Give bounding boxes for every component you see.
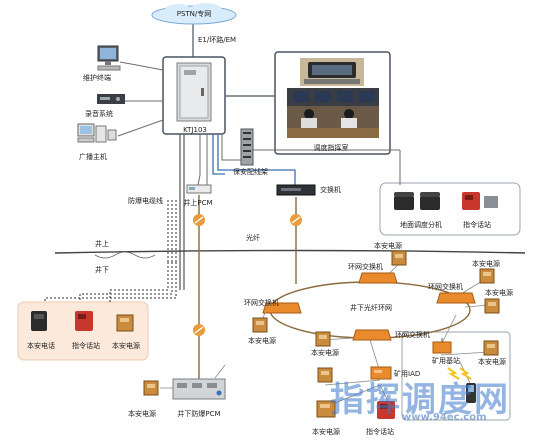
below-pcm-icon [172,378,226,400]
recorder-icon [97,94,125,104]
iad-command-phone-icon [377,401,395,419]
power-iad-label: 本安电源 [312,428,340,436]
power-base-label: 本安电源 [478,358,506,366]
broadcast-host-label: 广播主机 [79,153,107,161]
watermark-url: www.94ec.com [402,412,487,423]
dispatch-console-icon [300,58,364,86]
mobile-phone-icon [466,383,476,403]
mine-iad-icon [370,366,392,380]
below-ground-label: 井下 [95,266,109,274]
ring-name-label: 井下光纤环网 [350,304,392,312]
power-mid-label: 本安电源 [311,349,339,357]
command-phone-icon [462,192,498,210]
fiber-connector-icon [290,214,302,226]
power-top-label: 本安电源 [374,242,402,250]
surface-command-phone-label: 指令话站 [463,221,491,229]
switch-icon [276,184,316,196]
power-right-top-label: 本安电源 [472,260,500,268]
above-ground-label: 井上 [95,240,109,248]
power-box-icon [252,317,268,333]
ring-switch-top-label: 环网交换机 [348,263,383,271]
underground-command-phone-label: 指令话站 [72,342,100,350]
ring-switch-right-label: 环网交换机 [428,283,463,291]
wireless-signal-icon [447,367,472,380]
ring-switch-icon [358,272,398,284]
intrinsic-phone-icon [31,311,47,331]
fiber-label: 光纤 [246,234,260,242]
explosion-cable-label: 防爆电缆线 [128,197,163,205]
ring-switch-left-label: 环网交换机 [244,299,279,307]
switch-label: 交换机 [320,186,341,194]
ring-switch-bottom-label: 环网交换机 [395,331,430,339]
power-box-icon [391,250,407,266]
power-left-label: 本安电源 [248,337,276,345]
underground-power-label: 本安电源 [112,342,140,350]
ring-switch-icon [262,302,302,314]
power-box-icon [483,340,499,356]
power-box-icon [143,380,159,396]
e1-label: E1/环路/EM [198,36,237,44]
surface-extension-label: 地面调度分机 [400,221,442,229]
underground-command-phone-icon [75,311,93,331]
fiber-connector-icon [193,324,205,336]
maintenance-terminal-label: 维护终端 [83,74,111,82]
above-pcm-label: 井上PCM [183,199,213,207]
power-box-icon [479,268,495,284]
ktj103-cabinet-icon [176,62,212,122]
dispatch-room-label: 调度指挥室 [313,144,349,152]
power-right-label: 本安电源 [485,289,513,297]
ring-switch-icon [352,329,392,341]
surface-phone-icon [394,192,440,210]
power-pcm-label: 本安电源 [128,410,156,418]
computer-icon [97,45,121,71]
power-box-icon [315,331,331,347]
power-box-icon [316,400,336,418]
recording-system-label: 录音系统 [85,110,113,118]
protection-frame-icon [240,128,254,166]
intrinsic-phone-label: 本安电话 [27,342,55,350]
watermark: 指挥调度网 [330,380,510,420]
fiber-connector-icon [193,214,205,226]
ktj103-label: KTJ103 [183,126,207,134]
broadcast-host-icon [77,123,117,143]
mine-iad-label: 矿用IAD [394,370,421,378]
power-box-icon [317,367,333,383]
mine-base-station-label: 矿用基站 [432,357,460,365]
ring-switch-icon [436,292,476,304]
pstn-label: PSTN/专网 [176,10,212,18]
below-pcm-label: 井下防爆PCM [177,410,221,418]
power-box-icon [116,314,134,332]
dispatch-room-photo [287,88,379,138]
base-station-icon [432,338,452,354]
iad-command-phone-label: 指令话站 [366,428,394,436]
above-pcm-icon [186,184,212,194]
power-box-icon [484,298,500,314]
cloud-icon [151,3,237,25]
protection-frame-label: 保安配线架 [233,168,268,176]
